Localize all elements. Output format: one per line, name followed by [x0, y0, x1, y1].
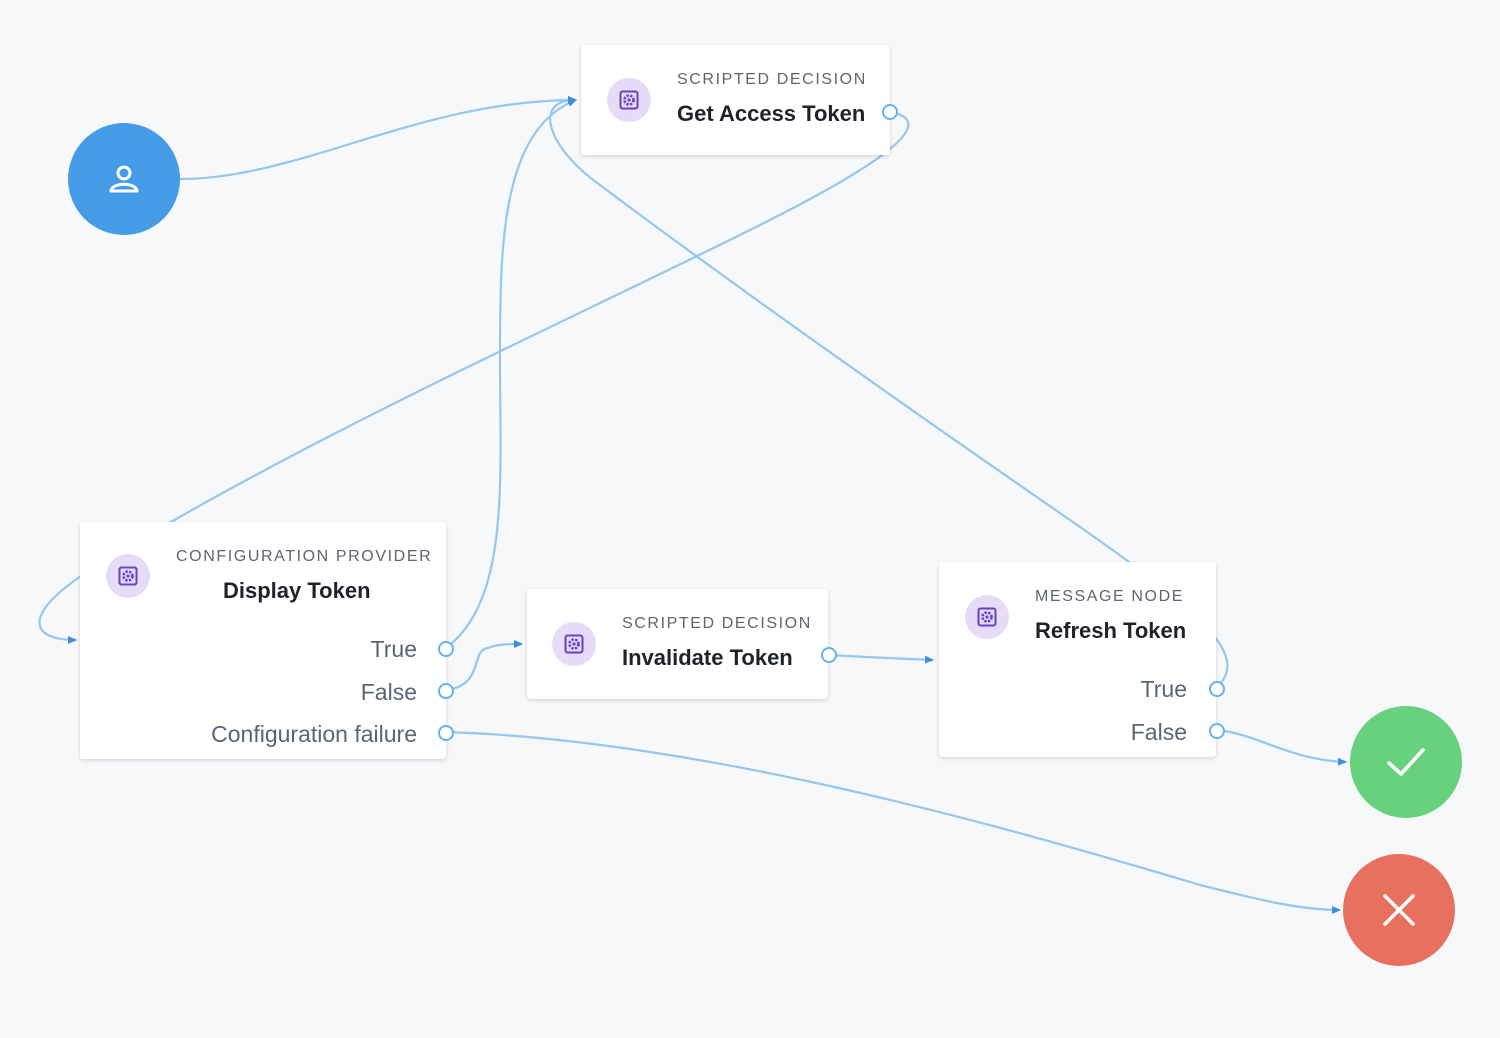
- node-invalidate-token[interactable]: SCRIPTED DECISION Invalidate Token: [527, 589, 828, 699]
- outcome-port[interactable]: [821, 647, 837, 663]
- node-title: Invalidate Token: [622, 645, 793, 670]
- user-icon: [109, 165, 139, 193]
- failure-node[interactable]: [1343, 854, 1455, 966]
- start-node[interactable]: [68, 123, 180, 235]
- outcome-port-true[interactable]: [1209, 681, 1225, 697]
- node-type-label: MESSAGE NODE: [1035, 588, 1185, 605]
- node-type-label: SCRIPTED DECISION: [622, 615, 812, 632]
- node-type-label: CONFIGURATION PROVIDER: [176, 548, 433, 565]
- script-icon: [977, 607, 997, 627]
- outcome-label-configuration-failure: Configuration failure: [211, 721, 417, 747]
- script-icon-wrapper: [607, 78, 651, 122]
- outcome-port-false[interactable]: [1209, 723, 1225, 739]
- checkmark-icon: [1387, 748, 1425, 776]
- outcome-port-false[interactable]: [438, 683, 454, 699]
- outcome-label-false: False: [360, 679, 417, 705]
- script-icon: [564, 634, 584, 654]
- node-title: Display Token: [223, 578, 371, 603]
- node-get-access-token[interactable]: SCRIPTED DECISION Get Access Token: [581, 45, 890, 155]
- script-icon-wrapper: [965, 595, 1009, 639]
- script-icon: [619, 90, 639, 110]
- node-type-label: SCRIPTED DECISION: [677, 71, 867, 88]
- edge-display-token-false-to-invalidate-token[interactable]: [445, 640, 523, 692]
- outcome-label-false: False: [1130, 719, 1187, 745]
- node-display-token[interactable]: CONFIGURATION PROVIDER Display Token Tru…: [80, 522, 446, 759]
- outcome-port[interactable]: [882, 104, 898, 120]
- edge-display-token-true-to-get-access-token[interactable]: [445, 98, 577, 649]
- node-refresh-token[interactable]: MESSAGE NODE Refresh Token True False: [939, 562, 1216, 757]
- edge-start-to-get-access-token[interactable]: [179, 96, 577, 181]
- node-title: Get Access Token: [677, 101, 866, 126]
- outcome-port-true[interactable]: [438, 641, 454, 657]
- edge-display-token-failure-to-failure[interactable]: [445, 730, 1341, 914]
- edge-invalidate-token-to-refresh-token[interactable]: [828, 653, 934, 664]
- outcome-label-true: True: [370, 636, 417, 662]
- script-icon-wrapper: [552, 622, 596, 666]
- outcome-label-true: True: [1140, 676, 1187, 702]
- outcome-port-configuration-failure[interactable]: [438, 725, 454, 741]
- script-icon: [118, 566, 138, 586]
- node-title: Refresh Token: [1035, 618, 1187, 643]
- close-icon: [1383, 894, 1415, 926]
- script-icon-wrapper: [106, 554, 150, 598]
- success-node[interactable]: [1350, 706, 1462, 818]
- edge-refresh-token-false-to-success[interactable]: [1217, 728, 1347, 766]
